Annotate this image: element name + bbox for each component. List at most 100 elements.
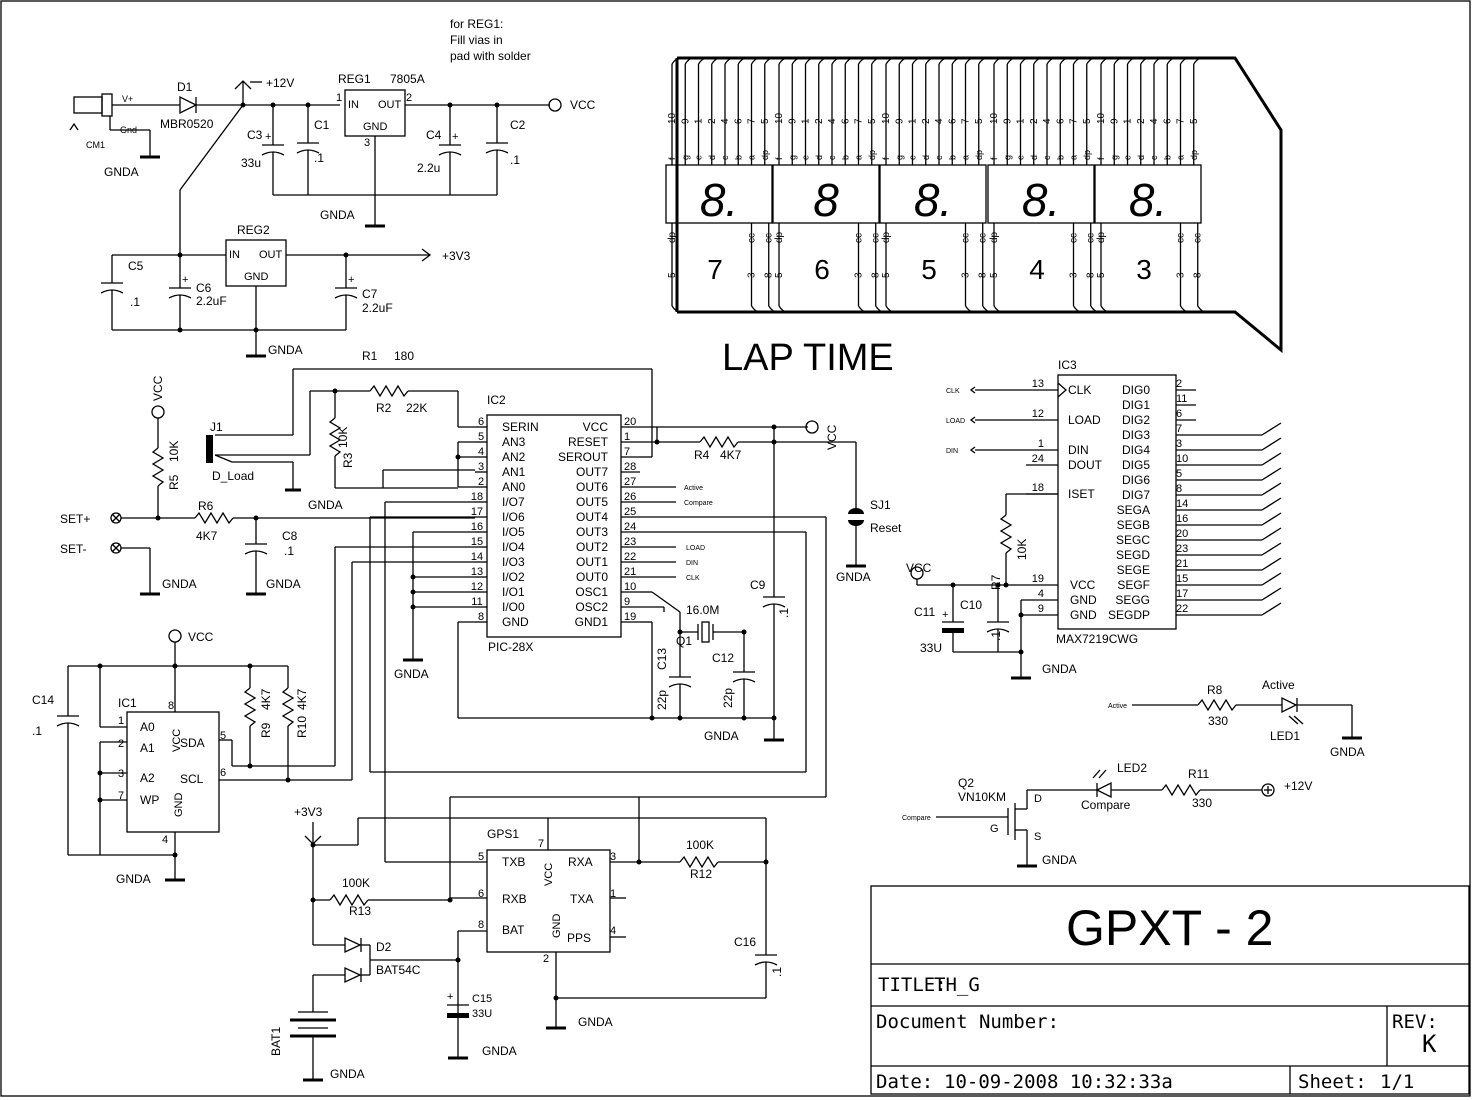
r10-ref: R10 xyxy=(295,716,309,738)
digit-bottom-pin: 8 xyxy=(978,272,989,278)
sj1-jumper[interactable] xyxy=(848,508,864,514)
ic2-pin-io4: I/O4 xyxy=(502,540,525,554)
digit-5-id: 5 xyxy=(921,254,937,285)
digit-pin-number: 2 xyxy=(1029,118,1040,124)
digit-seg-label: b xyxy=(1055,155,1065,160)
q2-source: S xyxy=(1034,831,1041,843)
ic3-pin-number: 4 xyxy=(1038,588,1044,600)
gps1-txa: TXA xyxy=(570,892,593,906)
digit-seg-label: c xyxy=(934,155,944,160)
ic3-pin-segc: SEGC xyxy=(1116,533,1150,547)
digit-pin-number: 7 xyxy=(747,118,758,124)
digit-seg-label: e xyxy=(1123,155,1133,160)
net-active: Active xyxy=(684,485,703,492)
v12-label: +12V xyxy=(266,76,294,90)
ic2-pin-io7: I/O7 xyxy=(502,495,525,509)
digit-seg-label: f xyxy=(989,157,999,160)
c8-value: .1 xyxy=(284,544,294,558)
document-number-label: Document Number: xyxy=(876,1011,1059,1033)
led1-value: Active xyxy=(1262,678,1295,692)
ic2-pin-out2: OUT2 xyxy=(576,540,608,554)
c7-value: 2.2uF xyxy=(362,301,393,315)
c5-value: .1 xyxy=(130,295,140,309)
net-compare: Compare xyxy=(684,500,713,507)
ic1-pin4: 4 xyxy=(162,834,168,846)
digit-pin-number: 5 xyxy=(1082,118,1093,124)
ic1-gnd: GND xyxy=(173,793,185,818)
digit-pin-number: 10 xyxy=(989,112,1000,124)
c4-ref: C4 xyxy=(426,128,442,142)
ic3-pin-din: DIN xyxy=(1068,443,1089,457)
v33-label: +3V3 xyxy=(442,249,471,263)
q2-gate: G xyxy=(990,823,999,835)
svg-text:+: + xyxy=(182,274,188,286)
r6-resistor xyxy=(194,511,234,525)
digit-bottom-label: cc xyxy=(1176,233,1187,243)
set-plus-label: SET+ xyxy=(60,512,90,526)
gps1-pin8: 8 xyxy=(478,919,484,931)
c6-value: 2.2uF xyxy=(196,294,227,308)
ic2-pin-number: 1 xyxy=(624,431,630,443)
ic3-pin-number: 17 xyxy=(1176,588,1188,600)
ic3-pin-number: 1 xyxy=(1038,438,1044,450)
r4-ref: R4 xyxy=(694,448,710,462)
r12-ref: R12 xyxy=(690,867,712,881)
digit-seg-label: c xyxy=(720,155,730,160)
digit-pin-number: 4 xyxy=(1042,118,1053,124)
digit-seg-label: dp xyxy=(1082,150,1092,160)
reg2-ref: REG2 xyxy=(237,223,270,237)
digit-seg-label: a xyxy=(747,155,757,160)
ic2-pin-osc2: OSC2 xyxy=(575,600,608,614)
d2-diode-a xyxy=(344,936,362,954)
q1-value: 16.0M xyxy=(686,603,719,617)
cm1-label: CM1 xyxy=(86,140,105,150)
c3-value: 33u xyxy=(241,156,261,170)
digit-bottom-label: cc xyxy=(1086,233,1097,243)
digit-seg-label: d xyxy=(921,155,931,160)
ic2-pin-number: 14 xyxy=(471,551,483,563)
digit-seg-label: d xyxy=(1136,155,1146,160)
digit-seg-label: a xyxy=(1069,155,1079,160)
digit-pin-number: 10 xyxy=(1096,112,1107,124)
digit-bottom-pin: 3 xyxy=(747,272,758,278)
reg2-in: IN xyxy=(229,249,240,261)
ic3-pin-dig2: DIG2 xyxy=(1122,413,1150,427)
note-line-2: Fill vias in xyxy=(450,33,503,47)
r5-value: 10K xyxy=(167,441,181,462)
digit-seg-label: d xyxy=(1029,155,1039,160)
q2-led2-section: Compare Q2 VN10KM D G S GNDA LED2 Compar… xyxy=(902,761,1312,868)
ic1-eeprom: VCC IC1 A0 A1 A2 WP VCC GND SDA SCL 1 2 … xyxy=(32,546,475,886)
ic2-pin-number: 16 xyxy=(471,521,483,533)
gnda-label: GNDA xyxy=(578,1015,613,1029)
digit-bottom-label: dp xyxy=(881,231,892,243)
gnd-pin-label: Gnd xyxy=(120,125,137,135)
digit-seg-label: b xyxy=(733,155,743,160)
ic2-pin-io6: I/O6 xyxy=(502,510,525,524)
digit-pin-number: 6 xyxy=(947,118,958,124)
date-label: Date: xyxy=(876,1071,933,1093)
digit-6-glyph: 8 xyxy=(813,174,839,226)
svg-text:+: + xyxy=(265,131,271,143)
j1-ref: J1 xyxy=(210,420,223,434)
reg2-section: C5 .1 + C6 2.2uF REG2 IN OUT GND +3V3 GN… xyxy=(100,223,471,358)
sheet-value: 1/1 xyxy=(1380,1071,1414,1093)
ic1-a2: A2 xyxy=(140,771,155,785)
digit-bottom-label: cc xyxy=(854,233,865,243)
digit-3-id: 3 xyxy=(1136,254,1152,285)
reg1-note: for REG1: Fill vias in pad with solder xyxy=(450,17,531,63)
digit-pin-number: 10 xyxy=(774,112,785,124)
ic1-a0: A0 xyxy=(140,720,155,734)
ic1-vcc: VCC xyxy=(171,729,183,752)
digit-pin-number: 10 xyxy=(667,112,678,124)
ic2-pin-number: 5 xyxy=(478,431,484,443)
gps1-vcc: VCC xyxy=(543,863,555,886)
digit-bottom-pin: 3 xyxy=(1176,272,1187,278)
ic2-pin-number: 20 xyxy=(624,416,636,428)
svg-text:+: + xyxy=(942,609,948,621)
display-bus xyxy=(677,56,1283,354)
r13-value: 100K xyxy=(342,876,370,890)
d1-diode xyxy=(179,95,198,115)
c9-ref: C9 xyxy=(750,578,766,592)
reg1-out: OUT xyxy=(378,99,402,111)
q1-crystal xyxy=(701,621,710,643)
